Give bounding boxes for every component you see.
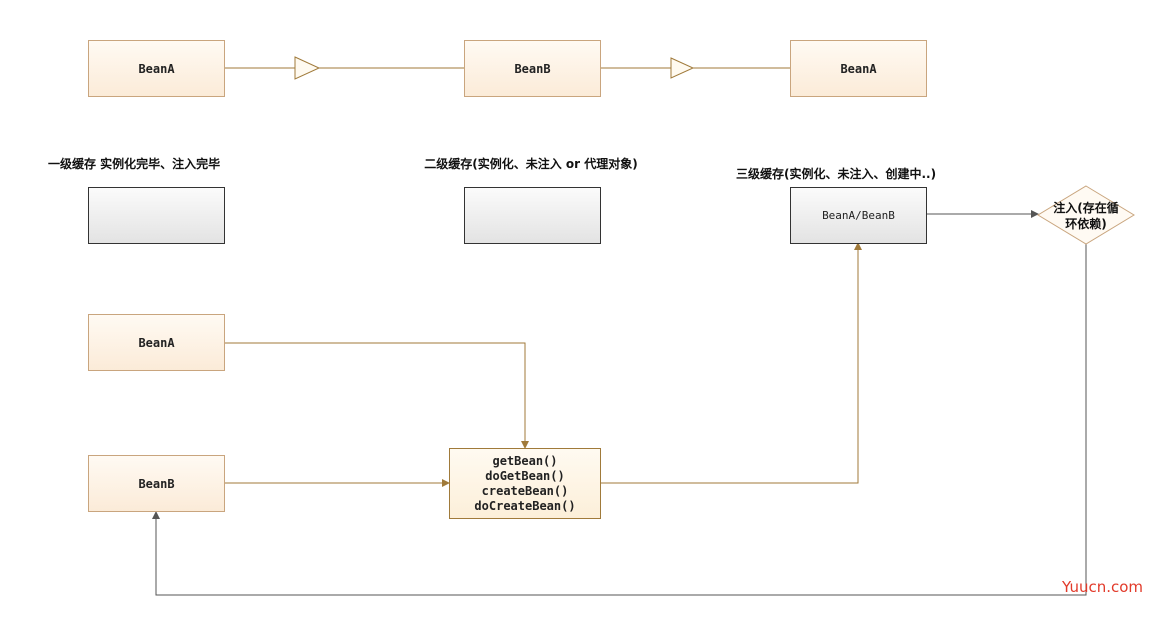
watermark: Yuucn.com xyxy=(1062,578,1144,596)
decision-line-1: 注入(存在循 xyxy=(1053,201,1119,215)
cache-level3-label: 三级缓存(实例化、未注入、创建中..) xyxy=(736,167,937,181)
decision-to-beanb-arrow xyxy=(152,244,1087,596)
top-triangle-2 xyxy=(670,57,695,79)
decision-diamond xyxy=(1037,185,1135,245)
top-beana2-node[interactable]: BeanA xyxy=(790,40,927,97)
top-beana2-label: BeanA xyxy=(840,61,877,76)
method-dogetbean: doGetBean() xyxy=(485,468,565,483)
methods-box[interactable]: getBean() doGetBean() createBean() doCre… xyxy=(449,448,601,519)
cache-level1-label: 一级缓存 实例化完毕、注入完毕 xyxy=(48,157,221,171)
cache-level1-box[interactable] xyxy=(88,187,225,244)
top-beana-node[interactable]: BeanA xyxy=(88,40,225,97)
bottom-beana-label: BeanA xyxy=(138,335,175,350)
method-getbean: getBean() xyxy=(492,453,558,468)
methods-to-cache3-arrow xyxy=(601,242,862,484)
beana-to-methods-arrow xyxy=(225,342,529,449)
bottom-beana-node[interactable]: BeanA xyxy=(88,314,225,371)
decision-line-2: 环依赖) xyxy=(1065,217,1107,231)
top-beana-label: BeanA xyxy=(138,61,175,76)
method-createbean: createBean() xyxy=(481,483,569,498)
decision-text: 注入(存在循 环依赖) xyxy=(1040,200,1132,232)
top-beanb-label: BeanB xyxy=(514,61,551,76)
cache-level3-content: BeanA/BeanB xyxy=(822,209,895,222)
bottom-beanb-label: BeanB xyxy=(138,476,175,491)
cache-level2-label: 二级缓存(实例化、未注入 or 代理对象) xyxy=(424,157,638,171)
top-triangle-1 xyxy=(294,56,321,80)
method-docreatebean: doCreateBean() xyxy=(474,498,576,513)
cache-level3-box[interactable]: BeanA/BeanB xyxy=(790,187,927,244)
cache-level2-box[interactable] xyxy=(464,187,601,244)
bottom-beanb-node[interactable]: BeanB xyxy=(88,455,225,512)
top-beanb-node[interactable]: BeanB xyxy=(464,40,601,97)
